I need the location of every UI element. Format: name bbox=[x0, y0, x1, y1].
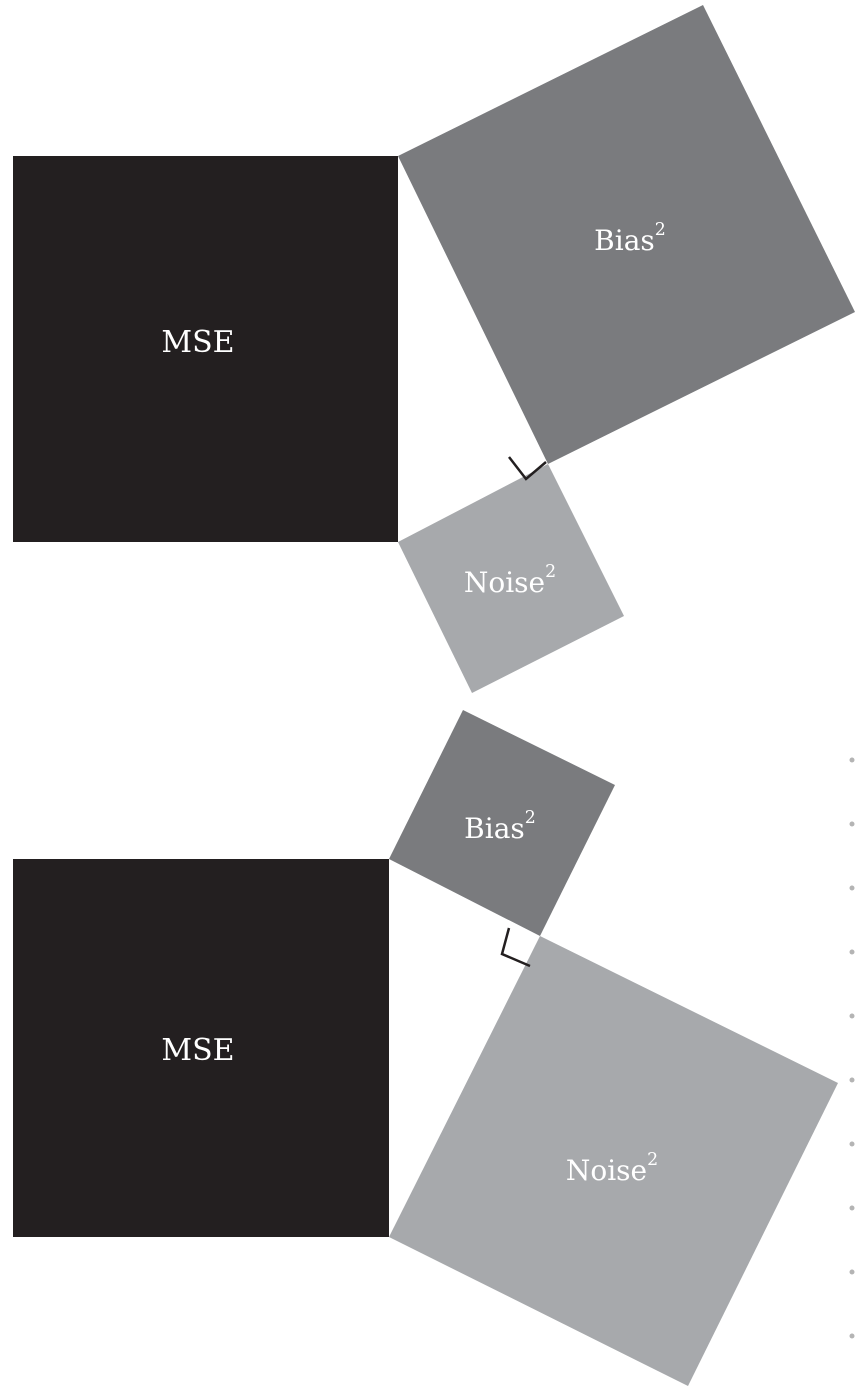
noise-label: Noise2 bbox=[566, 1150, 658, 1187]
edge-dots bbox=[849, 757, 855, 1339]
bias-exponent: 2 bbox=[655, 220, 666, 240]
right-angle-marker bbox=[500, 927, 531, 968]
edge-dot bbox=[849, 1269, 855, 1275]
edge-dot bbox=[849, 757, 855, 763]
bias-square bbox=[398, 5, 855, 464]
edge-dot bbox=[849, 1013, 855, 1019]
bias-exponent: 2 bbox=[525, 808, 536, 828]
right-angle-marker bbox=[508, 456, 547, 481]
edge-dot bbox=[849, 1333, 855, 1339]
mse-label: MSE bbox=[161, 1033, 234, 1068]
edge-dot bbox=[849, 1141, 855, 1147]
noise-label: Noise2 bbox=[464, 562, 556, 599]
mse-square bbox=[13, 156, 398, 542]
mse-label: MSE bbox=[161, 325, 234, 360]
diagram-large-noise: MSE Bias2 Noise2 bbox=[13, 710, 838, 1386]
noise-square bbox=[389, 936, 838, 1386]
edge-dot bbox=[849, 1077, 855, 1083]
bias-square bbox=[389, 710, 615, 936]
edge-dot bbox=[849, 885, 855, 891]
diagram-large-bias: MSE Bias2 Noise2 bbox=[13, 5, 855, 693]
noise-exponent: 2 bbox=[647, 1150, 658, 1170]
noise-exponent: 2 bbox=[545, 562, 556, 582]
edge-dot bbox=[849, 949, 855, 955]
noise-square bbox=[398, 464, 624, 693]
mse-square bbox=[13, 859, 389, 1237]
bias-label: Bias2 bbox=[464, 808, 536, 845]
bias-label: Bias2 bbox=[594, 220, 666, 257]
edge-dot bbox=[849, 1205, 855, 1211]
edge-dot bbox=[849, 821, 855, 827]
